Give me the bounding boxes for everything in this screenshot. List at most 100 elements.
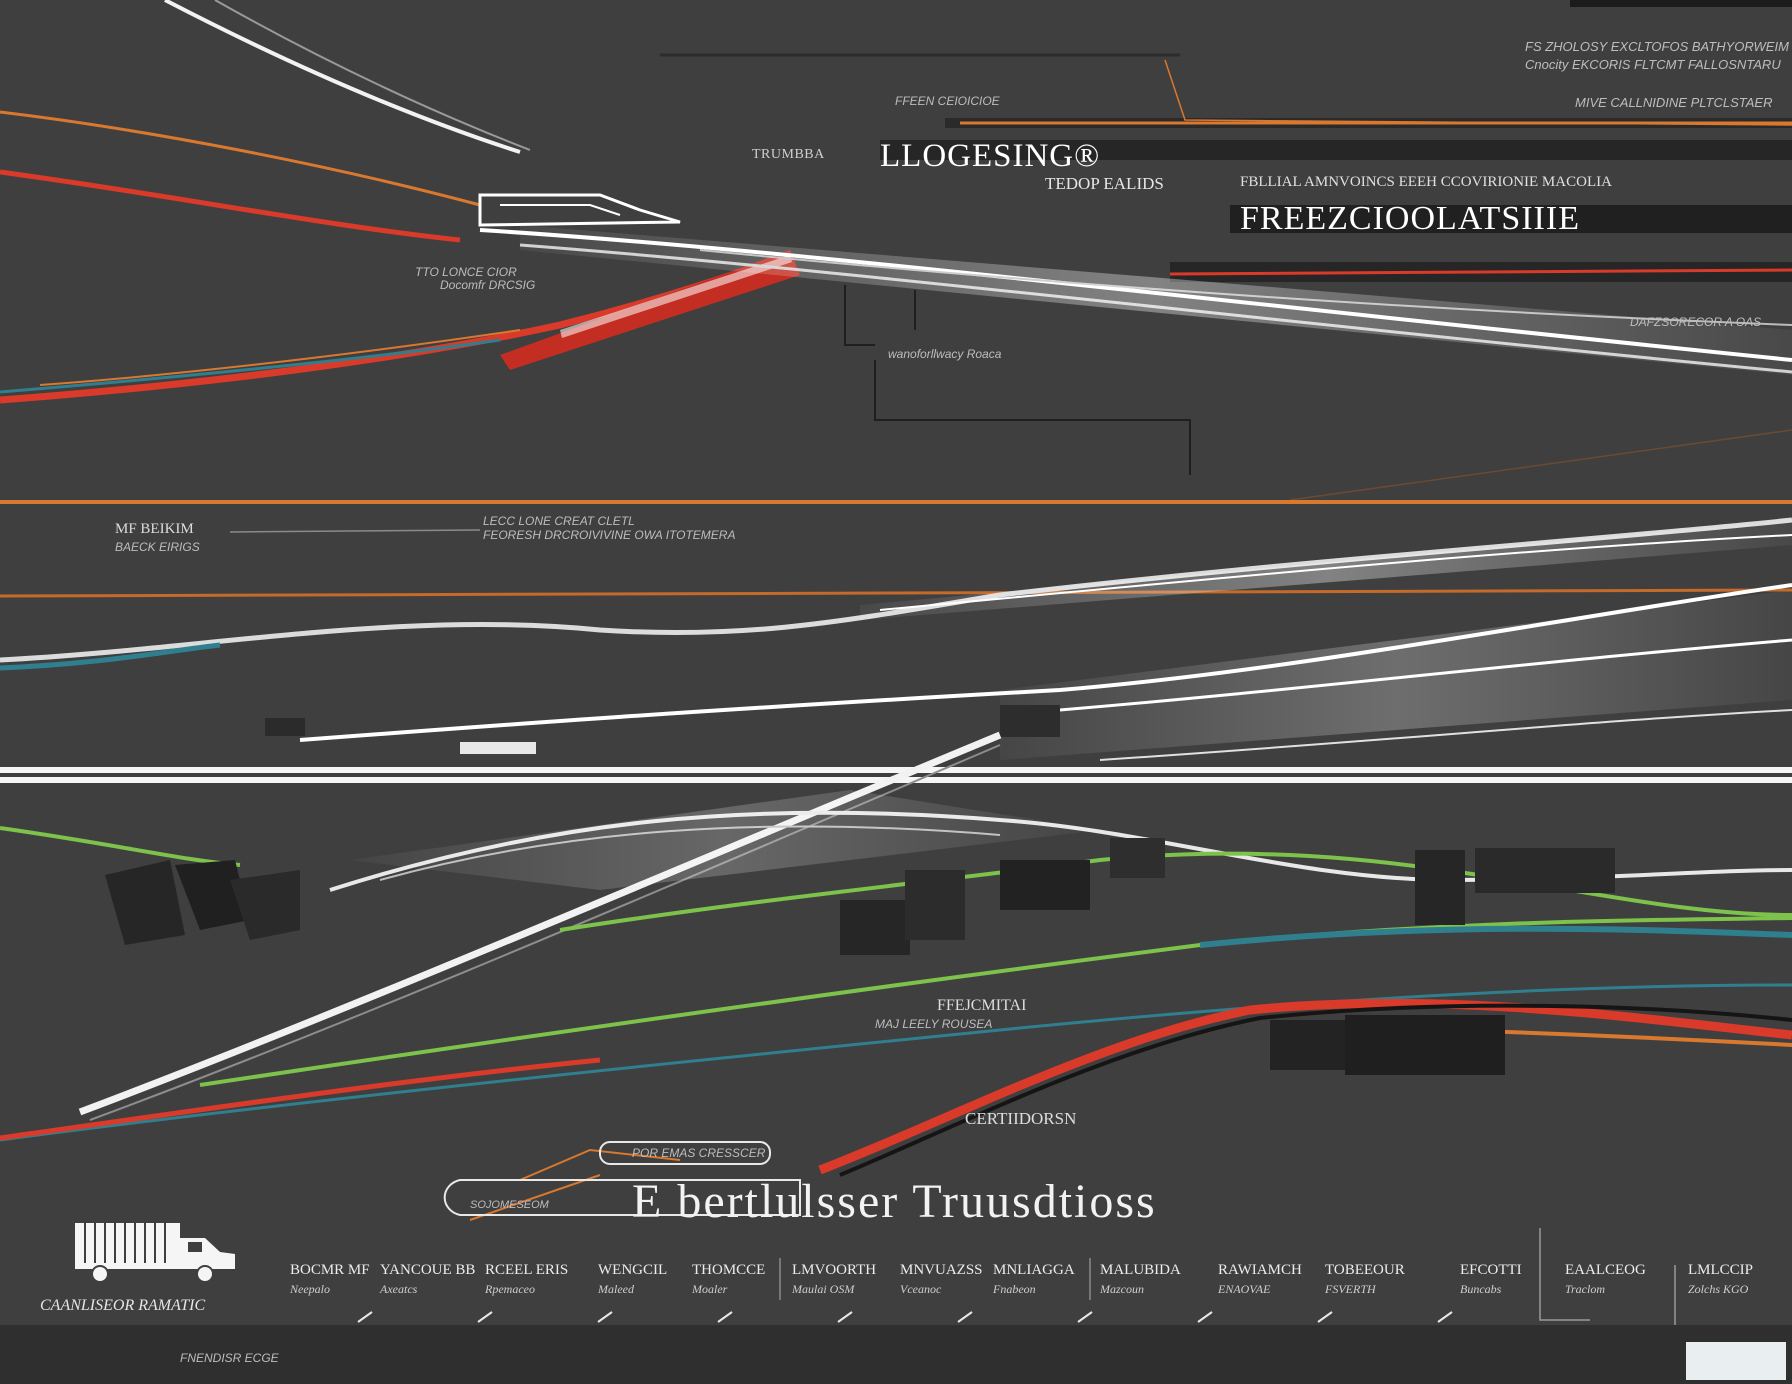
bottom-column-sub: Maulai OSM [792,1282,855,1296]
cross-sheen [350,790,1100,890]
pill-sub: SOJOMESEOM [470,1199,549,1211]
bottom-column-12: EFCOTTI Buncabs [1460,1262,1556,1297]
bottom-column-sub: Neepalo [290,1282,330,1296]
block-left-1 [105,860,185,945]
mid-wave-white [0,517,1792,663]
bottom-column-sub: ENAOVAE [1218,1282,1271,1296]
bottom-column-heading: EAALCEOG [1565,1262,1646,1278]
guide-orange-thin [1164,59,1792,126]
guide-orange-thin-2 [1289,429,1792,501]
bottom-column-sub: Moaler [692,1282,728,1296]
mid-wave-teal [0,642,221,671]
bottom-column-sub: Traclom [1565,1282,1606,1296]
cable-orange-left [469,1174,601,1221]
header-red-line-2 [1169,268,1792,276]
rail-small-block [460,742,536,754]
cable-red-lower [0,1057,601,1141]
block-center-4 [1110,838,1165,878]
header-bar-2 [880,140,1792,160]
truck-caption: CAANLISEOR RAMATIC [40,1297,206,1314]
block-left-3 [230,870,300,940]
bottom-strip [0,1325,1792,1384]
header-title-small: TRUMBBA [752,147,825,162]
bottom-column-heading: RAWIAMCH [1218,1262,1302,1278]
bottom-column-3: RCEEL ERIS Rpemaceo [485,1262,581,1297]
cable-black-right [839,1003,1792,1177]
annotation-left-mid: wanoforllwacy Roaca [888,347,1002,361]
bottom-column-heading: EFCOTTI [1460,1262,1522,1278]
ribbon-text: FBLLIAL AMNVOINCS EEEH CCOVIRIONIE MACOL… [1240,174,1612,190]
top-label: FFEEN CEIOICIOE [895,94,1000,108]
header-bar-3 [1230,205,1792,233]
bottom-column-6: LMVOORTH Maulai OSM [792,1262,888,1297]
top-right-line-3: MIVE CALLNIDINE PLTCLSTAER [1575,95,1773,110]
truck-icon [75,1223,235,1283]
bottom-column-heading: TOBEEOUR [1325,1262,1405,1278]
block-lower-2 [1345,1015,1505,1075]
bottom-column-7: MNVUAZSS Vceanoc [900,1262,996,1297]
bottom-title: E bertlulsser Truusdtioss [632,1175,1157,1228]
top-right-line-1: FS ZHOLOSY EXCLTOFOS BATHYORWEIM [1525,39,1789,54]
cable-orange-rising [39,329,521,386]
track-sheen [520,225,1792,375]
cable-teal-lower [1199,925,1792,948]
rail-dark-block-2 [1000,705,1060,737]
mid-sheen-1 [860,520,1792,620]
cable-orange-top [0,110,481,207]
mid-note: LECC LONE CREAT CLETL [483,514,635,528]
mid-pointer [229,529,481,533]
bottom-column-1: BOCMR MF Neepalo [290,1262,386,1297]
guide-line-2 [874,360,1191,475]
guide-line-1 [844,285,875,346]
block-right-1 [1415,850,1465,925]
block-lower-1 [1270,1020,1350,1070]
bottom-column-sub: Maleed [598,1282,634,1296]
divider-orange-2 [0,588,1792,598]
bottom-column-heading: THOMCCE [692,1262,766,1278]
bottom-column-13: EAALCEOG Traclom [1565,1262,1661,1297]
cable-white-diagonal-2 [214,0,531,151]
header-subtitle: TEDOP EALIDS [1045,174,1164,193]
pill-label: POR EMAS CRESSCER [632,1146,766,1160]
annotation-left-a-sub: Docomfr DRCSIG [440,278,536,292]
mid-note-sub: FEORESH DRCROIVIVINE OWA ITOTEMERA [483,528,736,542]
bottom-column-8: MNLIAGGA Fnabeon [993,1262,1089,1297]
bottom-column-heading: LMLCCIP [1688,1262,1754,1278]
mid-label: MF BEIKIM [115,521,194,537]
bottom-column-4: WENGCIL Maleed [598,1262,694,1297]
cable-orange-bottom [519,1148,681,1181]
mid-label-sub: BAECK EIRIGS [115,540,200,554]
bottom-column-heading: BOCMR MF [290,1262,370,1278]
bottom-column-sub: FSVERTH [1325,1282,1376,1296]
bottom-column-10: RAWIAMCH ENAOVAE [1218,1262,1314,1297]
bottom-column-sub: Buncabs [1460,1282,1502,1296]
header-title-main: LLOGESING® [880,138,1101,174]
bottom-column-heading: YANCOUE BB [380,1262,476,1278]
cable-red-right [818,998,1792,1175]
top-right-line-2: Cnocity EKCORIS FLTCMT FALLOSNTARU [1525,57,1781,72]
bottom-column-heading: RCEEL ERIS [485,1262,569,1278]
strip-label: FNENDISR ECGE [180,1351,279,1365]
bottom-column-5: THOMCCE Moaler [692,1262,788,1297]
block-left-2 [175,860,250,930]
red-block-highlight [560,255,792,338]
bottom-column-heading: MNVUAZSS [900,1262,983,1278]
bottom-column-sub: Fnabeon [993,1282,1036,1296]
freeze-title: FREEZCIOOLATSIIIE [1240,200,1580,237]
lower-label-sub: MAJ LEELY ROUSEA [875,1017,993,1031]
cable-teal-rising [0,338,501,394]
block-center-3 [1000,860,1090,910]
bottom-column-sub: Zolchs KGO [1688,1282,1749,1296]
annotation-left-a: TTO LONCE CIOR [415,265,517,279]
connector-hook [478,193,681,227]
title-pill-top [599,1141,771,1165]
bottom-column-heading: WENGCIL [598,1262,668,1278]
bottom-column-heading: MNLIAGGA [993,1262,1075,1278]
block-right-2 [1475,848,1615,893]
block-center-2 [905,870,965,940]
cable-teal-bottom [0,983,1792,1142]
corner-stamp [1686,1342,1786,1380]
cable-green-lower [199,916,1792,1087]
bottom-column-sub: Mazcoun [1100,1282,1144,1296]
cable-white-diagonal [164,0,521,154]
